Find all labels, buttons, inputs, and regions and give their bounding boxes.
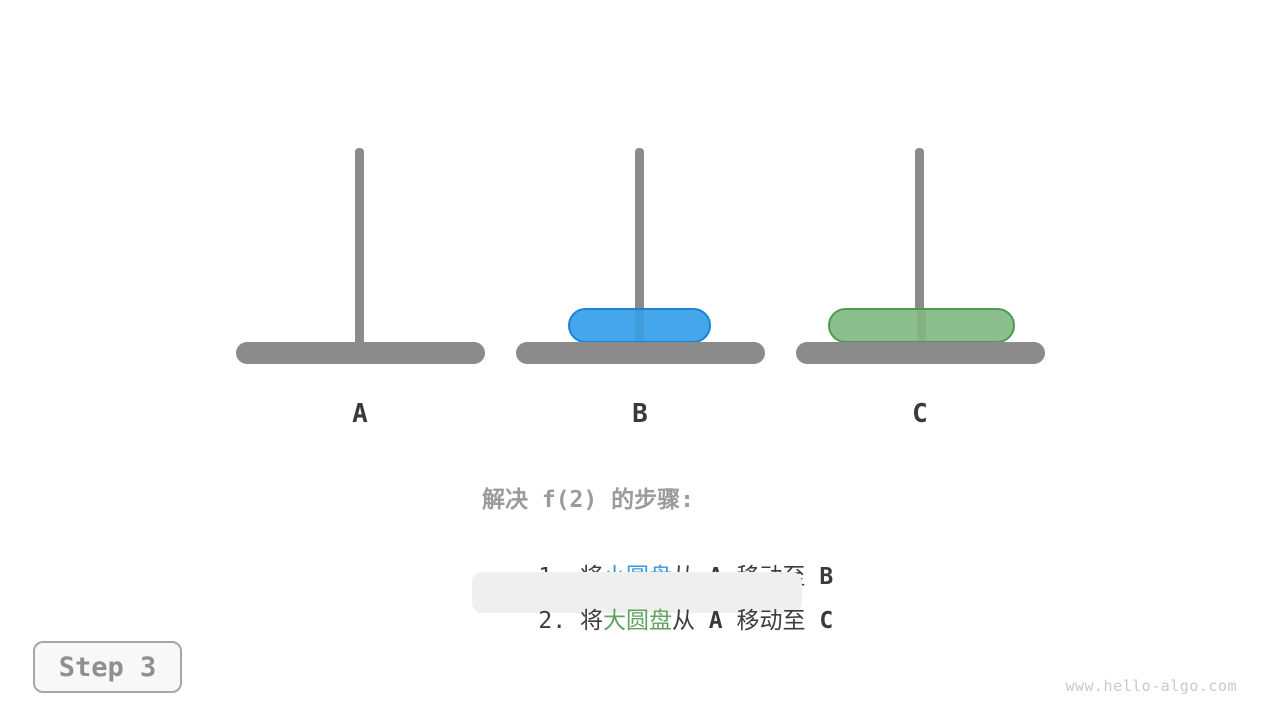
step-2-from-peg: A [708, 608, 723, 634]
peg-a-base [236, 342, 485, 364]
step-2-highlight [472, 572, 802, 613]
peg-c-pole [915, 148, 924, 353]
peg-a-label: A [352, 399, 368, 429]
step-2-to-peg: C [819, 608, 834, 634]
peg-a-pole [355, 148, 364, 353]
step-counter-badge: Step 3 [33, 641, 182, 693]
peg-c-base [796, 342, 1045, 364]
step-2-line: 2. 将大圆盘从 A 移动至 C [483, 579, 833, 663]
peg-b-pole [635, 148, 644, 353]
peg-through-disk [917, 310, 926, 341]
peg-c-label: C [912, 399, 928, 429]
step-2-disk-name: 大圆盘 [602, 608, 672, 634]
step-2-verb: 移动至 [722, 608, 820, 634]
peg-through-disk [635, 310, 644, 341]
step-1-to-peg: B [819, 564, 834, 590]
small-disk [568, 308, 711, 343]
step-2-pre: 将 [579, 608, 603, 634]
peg-b-label: B [632, 399, 648, 429]
large-disk [828, 308, 1015, 343]
instructions-title: 解决 f(2) 的步骤: [482, 487, 694, 513]
peg-b-base [516, 342, 765, 364]
step-2-number: 2. [538, 608, 580, 634]
site-watermark: www.hello-algo.com [1065, 677, 1237, 695]
step-2-mid: 从 [671, 608, 709, 634]
